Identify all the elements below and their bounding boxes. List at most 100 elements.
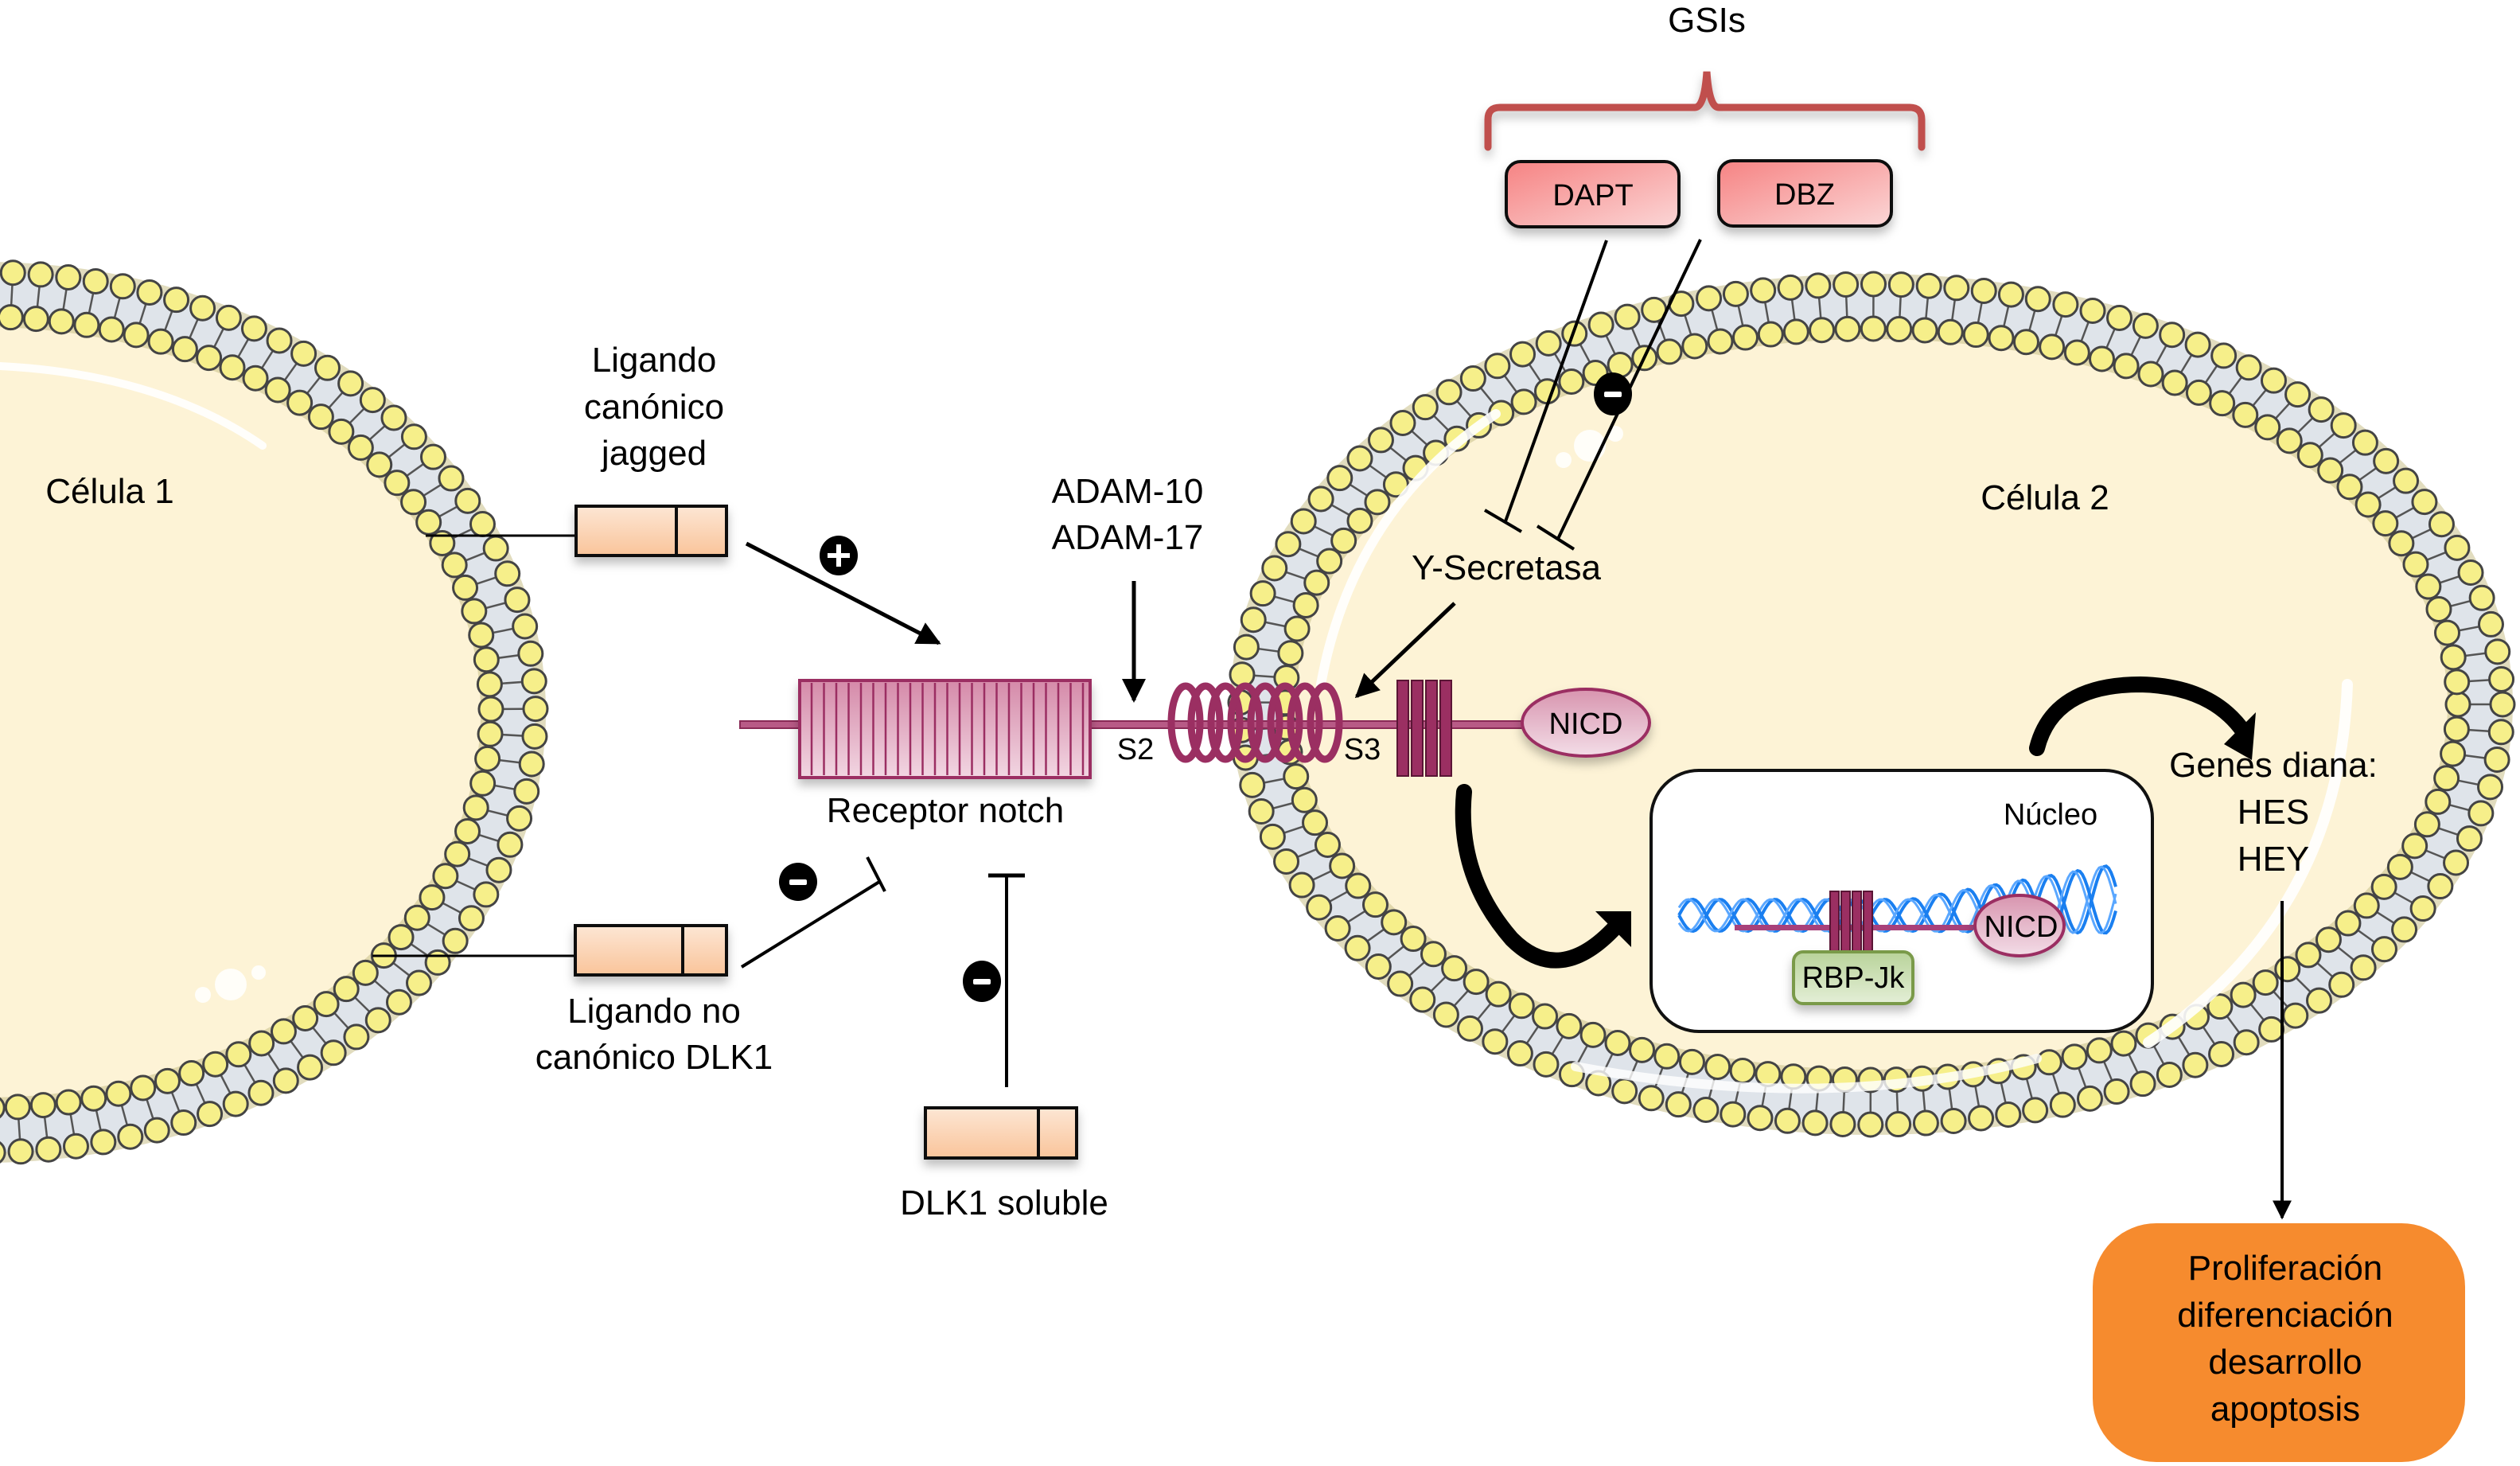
lipid-head [1314, 832, 1341, 859]
lipid-head [147, 328, 174, 355]
lipid-head [438, 465, 465, 492]
lipid-head [2106, 304, 2133, 331]
dbz-label: DBZ [1774, 178, 1835, 212]
lipid-head [1484, 353, 1511, 380]
lipid-head [55, 1089, 82, 1116]
lipid-head [1420, 941, 1447, 968]
lipid-head [1365, 953, 1392, 980]
lipid-head [1248, 798, 1275, 825]
lipid-head [1239, 771, 1266, 798]
lipid-head [297, 1054, 324, 1081]
lipid-head [380, 404, 407, 431]
lipid-head [2353, 892, 2380, 919]
rbp-jk-label: RBP-Jk [1802, 961, 1906, 995]
lipid-head [1240, 606, 1267, 634]
target-gene-hey: HEY [2238, 840, 2309, 879]
lipid-head [485, 856, 512, 883]
lipid-head [512, 613, 539, 640]
nucleus: Núcleo RBP-Jk NICD [1649, 769, 2154, 1033]
lipid-head [1233, 634, 1260, 661]
lipid-head [1432, 1001, 1459, 1028]
lipid-head [2411, 489, 2438, 516]
lipid-head [2184, 331, 2211, 358]
coil-turn [1227, 682, 1264, 763]
lipid-head [2206, 993, 2234, 1020]
lipid-head [1886, 316, 1913, 343]
cell-1-vesicle [251, 965, 266, 980]
lipid-head [1656, 338, 1683, 365]
lipid-head [2230, 981, 2257, 1008]
lipid-head [2208, 1040, 2235, 1067]
lipid-head [1288, 871, 1315, 899]
lipid-head [444, 840, 471, 868]
lipid-head [1911, 317, 1938, 344]
coil-turn [1247, 682, 1283, 763]
lipid-head [1510, 388, 1537, 415]
lipid-head [1774, 1107, 1801, 1134]
lipid-head [1346, 507, 1373, 534]
lipid-head [2159, 322, 2186, 349]
lipid-head [2156, 1061, 2183, 1088]
lipid-head [2235, 354, 2262, 381]
lipid-head [1860, 315, 1887, 342]
lipid-head [242, 365, 269, 392]
lipid-head [1344, 934, 1371, 961]
lipid-head [2350, 954, 2377, 981]
lipid-head [1681, 333, 1708, 360]
lipid-head [1777, 274, 1804, 301]
lipid-head [1292, 591, 1319, 618]
lipid-head [343, 1023, 370, 1051]
lipid-head [1532, 1003, 1559, 1030]
lipid-head [1750, 277, 1777, 304]
lipid-head [415, 509, 442, 536]
lipid-head [1809, 317, 1836, 344]
lipid-head [476, 671, 503, 698]
lipid-head [1722, 280, 1749, 307]
lipid-head [1692, 1097, 1720, 1124]
lipid-head [522, 696, 549, 723]
translocation-arrow [1455, 784, 1623, 969]
lipid-head [494, 560, 521, 587]
lipid-head [1326, 465, 1353, 492]
lipid-head [1558, 368, 1585, 395]
lipid-head [1509, 341, 1537, 368]
lipid-head [2052, 291, 2079, 318]
lipid-head [1482, 1028, 1509, 1055]
nuclear-nicd-label: NICD [1984, 910, 2058, 944]
lipid-head [109, 273, 136, 300]
lipid-head [1324, 915, 1351, 942]
lipid-head [2443, 715, 2470, 743]
lipid-head [2315, 926, 2342, 953]
cell-2-highlight [2143, 679, 2353, 1048]
lipid-head [2129, 1070, 2156, 1098]
lipid-head [432, 863, 459, 890]
lipid-head [82, 267, 109, 294]
lipid-head [0, 259, 26, 287]
outcome-development: desarrollo [2208, 1343, 2362, 1382]
lipid-head [1962, 322, 1989, 349]
lipid-head [1755, 1061, 1782, 1088]
gsi-minus-sign-icon: − [1594, 372, 1632, 415]
lipid-head [35, 1136, 62, 1163]
lipid-head [170, 1109, 197, 1137]
lipid-head [215, 304, 242, 331]
lipid-head [2161, 369, 2188, 396]
dbz-inhibition-bar [1536, 524, 1575, 551]
lipid-head [2252, 969, 2279, 996]
lipid-head [1782, 318, 1809, 345]
lipid-head [2489, 691, 2516, 718]
lipid-head [2063, 339, 2090, 366]
lipid-head [454, 817, 481, 844]
lipid-head [90, 1129, 117, 1156]
lipid-head [2425, 788, 2452, 815]
lipid-head [458, 905, 485, 932]
lipid-head [1805, 272, 1832, 299]
lipid-head [1259, 823, 1286, 850]
lipid-head [27, 261, 54, 288]
lipid-head [2444, 691, 2471, 718]
coil-turn [1287, 682, 1323, 763]
lipid-head [2209, 390, 2236, 417]
lipid-head [2444, 534, 2471, 561]
lipid-head [1747, 1105, 1774, 1132]
coil-turn [1267, 682, 1303, 763]
